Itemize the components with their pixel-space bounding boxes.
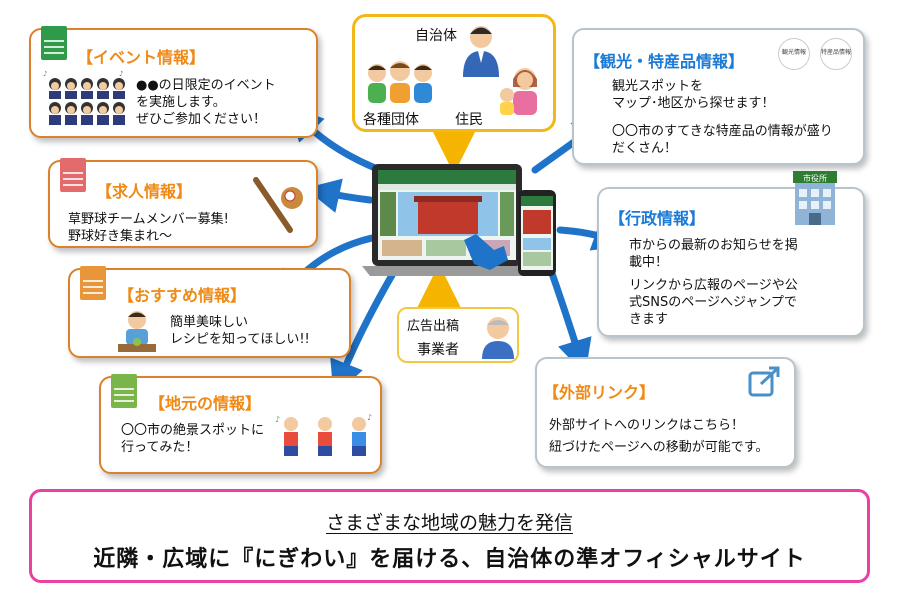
card-admin-line-1: 市からの最新のお知らせを掲	[629, 238, 798, 253]
svg-text:♪: ♪	[275, 415, 280, 424]
card-tourism-line-4: だくさん！	[612, 141, 678, 156]
card-local-title: 【地元の情報】	[149, 394, 262, 413]
card-tourism-line-3: 〇〇市のすてきな特産品の情報が盛り	[612, 124, 833, 139]
card-admin-title: 【行政情報】	[609, 209, 706, 228]
card-recommend-line-2: レシピを知ってほしい!!	[170, 332, 310, 347]
card-job: 【求人情報】 草野球チームメンバー募集! 野球好き集まれ～	[48, 158, 318, 248]
card-job-line-2: 野球好き集まれ～	[68, 229, 173, 244]
card-external-line-2: 紐づけたページへの移動が可能です。	[549, 440, 769, 455]
business-owner-icon	[482, 317, 514, 359]
arrow-to-job	[304, 178, 374, 213]
card-admin-line-5: きます	[629, 312, 669, 327]
svg-text:♪: ♪	[119, 70, 123, 78]
site-devices-illustration	[362, 164, 556, 276]
card-event-line-1: ●●の日限定のイベント	[136, 78, 276, 93]
card-recommend-line-1: 簡単美味しい	[170, 315, 249, 330]
card-admin: 【行政情報】 市役所 市からの最新のお知らせを掲 載中！ リンクから広報のページ…	[597, 171, 865, 337]
card-external-title: 【外部リンク】	[543, 383, 656, 402]
card-external-line-1: 外部サイトへのリンクはこちら！	[549, 418, 745, 433]
card-job-line-1: 草野球チームメンバー募集!	[68, 212, 229, 227]
cooking-boy-icon	[118, 311, 156, 352]
card-job-title: 【求人情報】	[96, 182, 193, 201]
card-event-line-3: ぜひご参加ください！	[136, 112, 267, 127]
card-tourism-line-2: マップ･地区から探せます！	[612, 96, 775, 111]
specialty-badge-icon: 特産品情報	[820, 38, 852, 70]
card-tourism: 【観光・特産品情報】 観光情報 特産品情報 観光スポットを マップ･地区から探せ…	[572, 28, 865, 165]
hub-label-groups: 各種団体	[363, 112, 419, 128]
card-event-title: 【イベント情報】	[77, 48, 206, 67]
card-local-line-2: 行ってみた！	[121, 440, 199, 455]
residents-family-icon	[500, 68, 537, 115]
city-hall-icon: 市役所	[793, 171, 837, 225]
tourism-badge-icon: 観光情報	[778, 38, 810, 70]
card-admin-line-2: 載中！	[629, 255, 669, 270]
event-tag-icon	[41, 26, 67, 60]
pointer-hand-icon	[464, 234, 508, 270]
advertiser-box: 広告出稿 事業者	[397, 307, 519, 363]
hub-stakeholders: 自治体 各種団体 住民	[352, 14, 556, 132]
svg-text:♪: ♪	[367, 413, 372, 422]
svg-text:市役所: 市役所	[803, 173, 827, 183]
card-admin-line-4: 式SNSのページへジャンプで	[629, 295, 797, 310]
card-recommend: 【おすすめ情報】 簡単美味しい レシピを知ってほしい!!	[68, 266, 351, 358]
svg-text:♪: ♪	[43, 70, 47, 78]
job-tag-icon	[60, 158, 86, 192]
running-kids-icon: ♪♪	[275, 413, 372, 456]
card-event-line-2: を実施します。	[136, 95, 226, 110]
hub-label-residents: 住民	[455, 112, 483, 128]
municipality-officer-icon	[463, 26, 499, 77]
recommend-tag-icon	[80, 266, 106, 300]
card-local-line-1: 〇〇市の絶景スポットに	[121, 423, 265, 438]
card-tourism-title: 【観光・特産品情報】	[584, 52, 745, 71]
arrow-to-local	[330, 266, 399, 397]
card-event: 【イベント情報】 ♪♪ ●●の日限定のイベント を実施します。 ぜひご参加くださ…	[29, 26, 318, 138]
footer-line-1: さまざまな地域の魅力を発信	[325, 512, 573, 534]
ad-label-placement: 広告出稿	[407, 319, 460, 334]
card-tourism-line-1: 観光スポットを	[612, 79, 704, 94]
choir-kids-icon: ♪♪	[43, 70, 125, 125]
footer-line-2: 近隣・広域に『にぎわい』を届ける、自治体の準オフィシャルサイト	[93, 547, 806, 572]
card-admin-line-3: リンクから広報のページや公	[629, 278, 798, 293]
card-local: 【地元の情報】 〇〇市の絶景スポットに 行ってみた！ ♪♪	[99, 374, 382, 474]
footer-banner: さまざまな地域の魅力を発信 近隣・広域に『にぎわい』を届ける、自治体の準オフィシ…	[29, 489, 870, 583]
baseball-bat-glove-icon	[253, 177, 303, 233]
card-recommend-title: 【おすすめ情報】	[118, 286, 247, 305]
community-group-icon	[368, 61, 432, 103]
external-link-icon	[748, 366, 780, 397]
hub-label-municipality: 自治体	[415, 28, 457, 44]
ad-label-business: 事業者	[417, 342, 459, 358]
local-tag-icon	[111, 374, 137, 408]
card-external: 【外部リンク】 外部サイトへのリンクはこちら！ 紐づけたページへの移動が可能です…	[535, 357, 796, 468]
